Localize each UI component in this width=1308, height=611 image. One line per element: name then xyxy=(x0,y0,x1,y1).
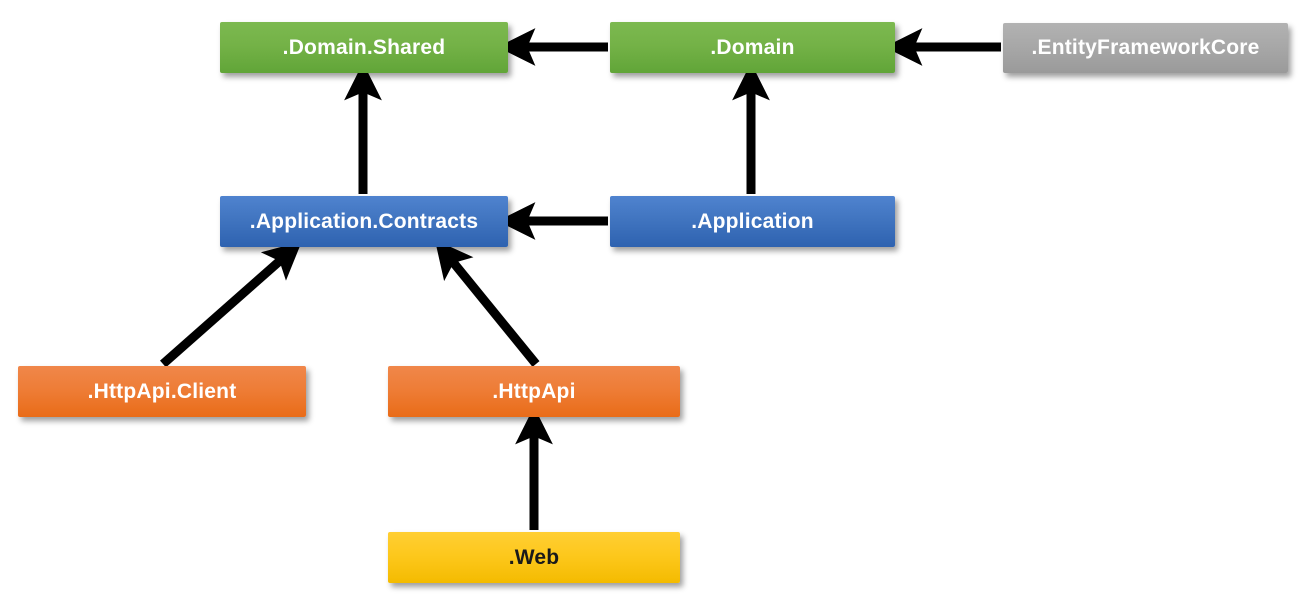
node-label: .Application xyxy=(691,209,814,233)
node-label: .Application.Contracts xyxy=(249,209,479,233)
node-http-api-client[interactable]: .HttpApi.Client xyxy=(18,366,306,417)
node-label: .Web xyxy=(508,545,560,569)
node-web[interactable]: .Web xyxy=(388,532,680,583)
node-label: .Domain xyxy=(710,35,795,59)
node-domain[interactable]: .Domain xyxy=(610,22,895,73)
node-application[interactable]: .Application xyxy=(610,196,895,247)
node-domain-shared[interactable]: .Domain.Shared xyxy=(220,22,508,73)
node-label: .Domain.Shared xyxy=(282,35,446,59)
node-http-api[interactable]: .HttpApi xyxy=(388,366,680,417)
node-application-contracts[interactable]: .Application.Contracts xyxy=(220,196,508,247)
node-label: .HttpApi xyxy=(492,379,576,403)
dependency-arrow-http-api-to-application-contracts xyxy=(434,239,540,367)
node-label: .HttpApi.Client xyxy=(87,379,237,403)
dependency-arrow-http-api-client-to-application-contracts xyxy=(160,241,302,368)
node-entity-framework-core[interactable]: .EntityFrameworkCore xyxy=(1003,23,1288,73)
node-label: .EntityFrameworkCore xyxy=(1031,36,1260,59)
